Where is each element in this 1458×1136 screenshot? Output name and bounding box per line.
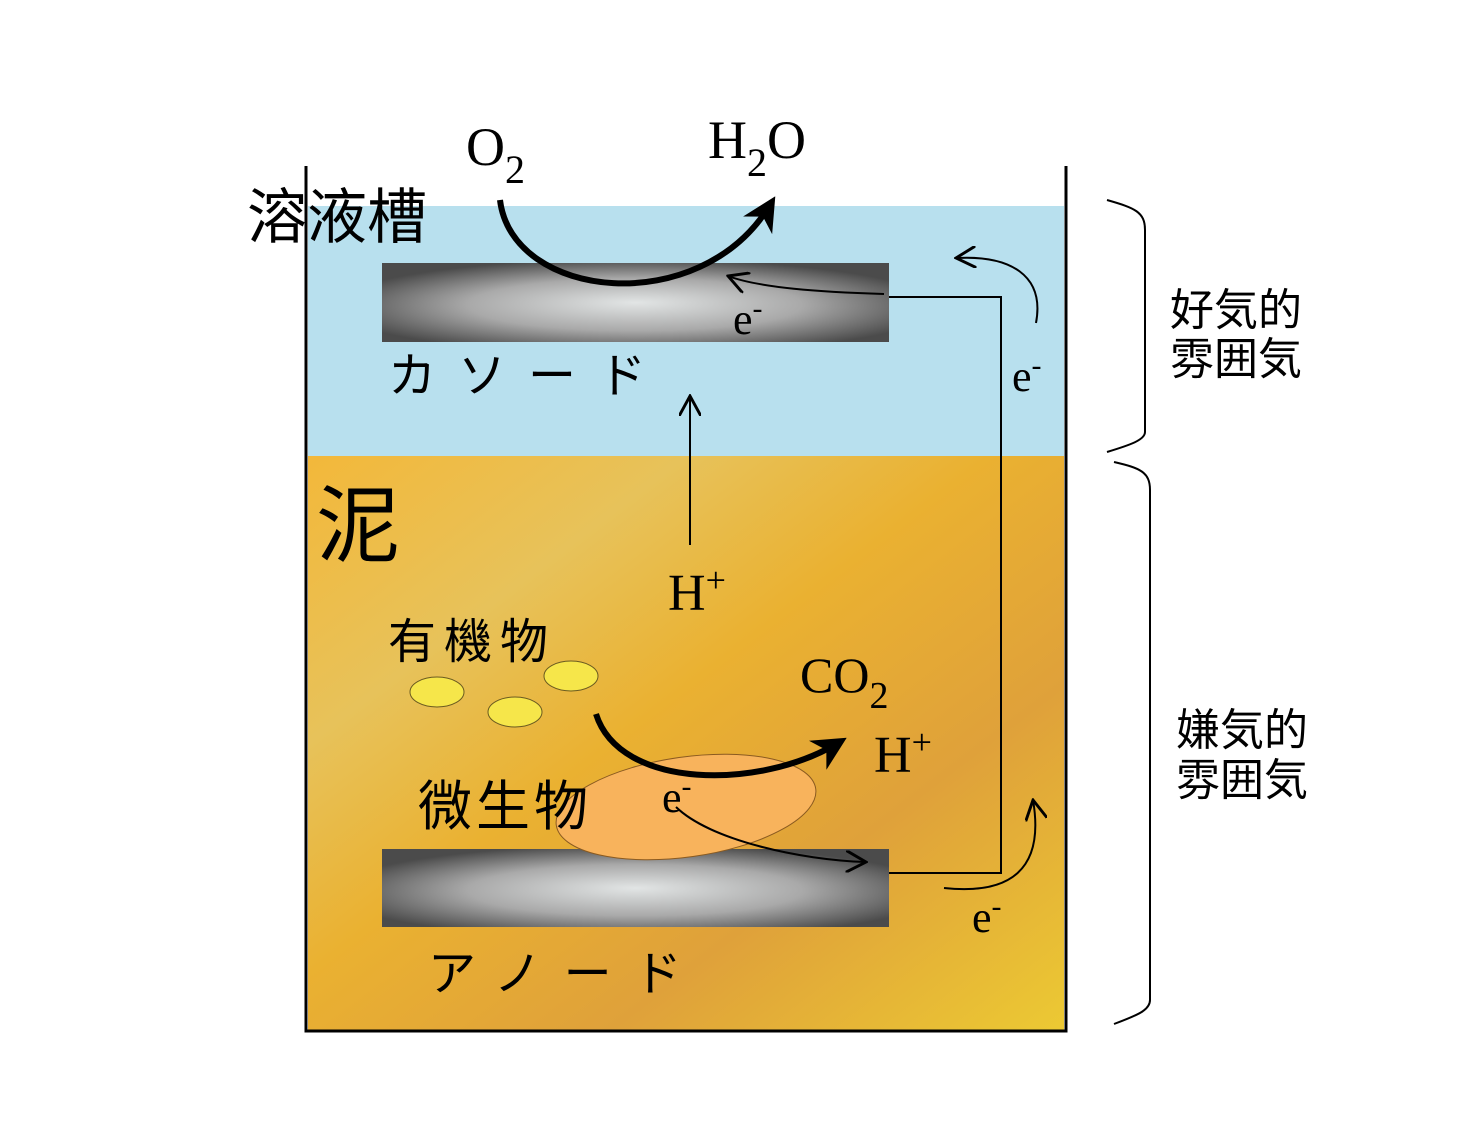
microbe-body	[555, 753, 817, 861]
cathode-electrode	[382, 263, 889, 342]
aerobic-brace	[1106, 199, 1146, 453]
electron-to-cathode-arrow	[728, 276, 885, 295]
anode-label: アノード	[428, 946, 704, 1002]
proton-label-anode: H+	[874, 722, 932, 784]
electron-label-cathode: e-	[733, 292, 763, 344]
organic-particle	[409, 676, 465, 708]
mud-label: 泥	[316, 477, 400, 575]
aerobic-label-line2: 雰囲気	[1170, 334, 1302, 385]
external-circuit-wire	[889, 296, 1002, 874]
tank-outline	[304, 166, 1068, 1033]
anode-reaction-arrow	[593, 713, 847, 779]
organic-particle	[487, 696, 543, 728]
anode-electrode	[382, 849, 889, 927]
solution-tank-label: 溶液槽	[247, 183, 427, 253]
electron-label-microbe: e-	[662, 770, 692, 822]
mud-layer	[308, 456, 1064, 1030]
cathode-reaction-arrow	[497, 196, 776, 287]
electron-to-anode-arrow	[675, 806, 866, 862]
electron-label-circuit-lower: e-	[972, 890, 1002, 942]
aerobic-label-line1: 好気的	[1170, 285, 1302, 336]
carbon-dioxide-formula: CO2	[800, 647, 888, 717]
water-formula: H2O	[708, 110, 806, 185]
organic-matter-label: 有機物	[388, 614, 556, 670]
microbe-label: 微生物	[418, 775, 592, 838]
proton-label-main: H+	[668, 560, 726, 622]
anaerobic-brace	[1113, 461, 1151, 1025]
organic-particle	[543, 660, 599, 692]
electron-flow-arrow-lower	[943, 800, 1035, 891]
anaerobic-label-line1: 嫌気的	[1176, 705, 1308, 756]
cathode-label: カソード	[388, 348, 668, 404]
anaerobic-label-line2: 雰囲気	[1176, 755, 1308, 806]
electron-flow-arrow-upper	[956, 258, 1039, 324]
oxygen-formula: O2	[466, 117, 525, 192]
electron-label-circuit-upper: e-	[1012, 349, 1042, 401]
